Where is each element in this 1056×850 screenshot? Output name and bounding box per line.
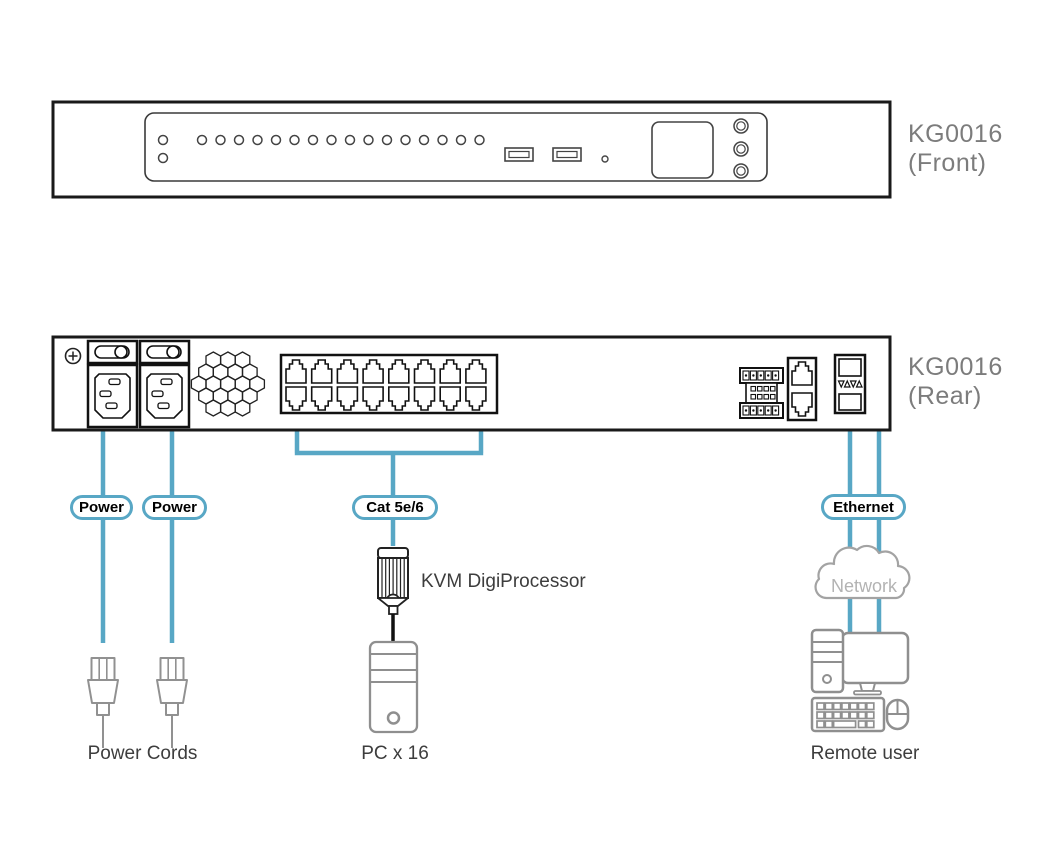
rear-model-label: KG0016 (Rear): [908, 353, 1003, 411]
front-panel-faceplate: [144, 112, 768, 182]
usb-port-icon: [504, 147, 534, 162]
monitor-icon: [840, 631, 910, 696]
pushbutton-column: [733, 118, 749, 179]
front-panel: [51, 100, 892, 199]
remote-user-caption: Remote user: [810, 743, 920, 764]
cable-label-power-2: Power: [142, 495, 207, 520]
kvm-digiprocessor-icon: [377, 547, 409, 644]
cable-label-power-1: Power: [70, 495, 133, 520]
power-socket-icon: [86, 363, 139, 429]
cable-label-ethernet: Ethernet: [821, 494, 906, 520]
kvm-digiprocessor-caption: KVM DigiProcessor: [421, 571, 586, 592]
lcd-display: [651, 121, 714, 179]
network-cloud-icon: [814, 544, 911, 600]
power-cords-caption: Power Cords: [87, 743, 198, 764]
dual-lan-port: [786, 356, 818, 422]
network-cloud-caption: Network: [831, 576, 898, 596]
rear-view-name: (Rear): [908, 382, 982, 410]
grounding-screw-icon: [64, 347, 82, 365]
pc-tower-icon: [368, 640, 419, 734]
power-socket-icon: [138, 363, 191, 429]
remote-tower-icon: [810, 628, 845, 694]
ethernet-port-module: [833, 353, 867, 415]
reset-button-icon: [601, 155, 609, 163]
rear-panel: [51, 335, 892, 432]
kvm-port-bank: [279, 353, 499, 415]
usb-port-icon: [552, 147, 582, 162]
rear-model-name: KG0016: [908, 353, 1003, 381]
front-model-name: KG0016: [908, 120, 1003, 148]
power-plug-icon: [87, 657, 119, 749]
front-model-label: KG0016 (Front): [908, 120, 1003, 178]
remote-user-station: [810, 628, 910, 733]
terminal-block-connector: [739, 367, 784, 419]
power-switch-icon: [138, 339, 191, 365]
cat5-cable-bracket: [294, 413, 484, 546]
pc-count-caption: PC x 16: [361, 743, 429, 764]
power-switch-icon: [86, 339, 139, 365]
power-cord-icons: [87, 657, 188, 749]
mouse-icon: [885, 698, 910, 731]
keyboard-icon: [810, 696, 886, 733]
power-plug-icon: [156, 657, 188, 749]
front-view-name: (Front): [908, 149, 987, 177]
cable-label-cat5e6: Cat 5e/6: [352, 495, 438, 520]
triangle-indicators: [837, 379, 863, 389]
